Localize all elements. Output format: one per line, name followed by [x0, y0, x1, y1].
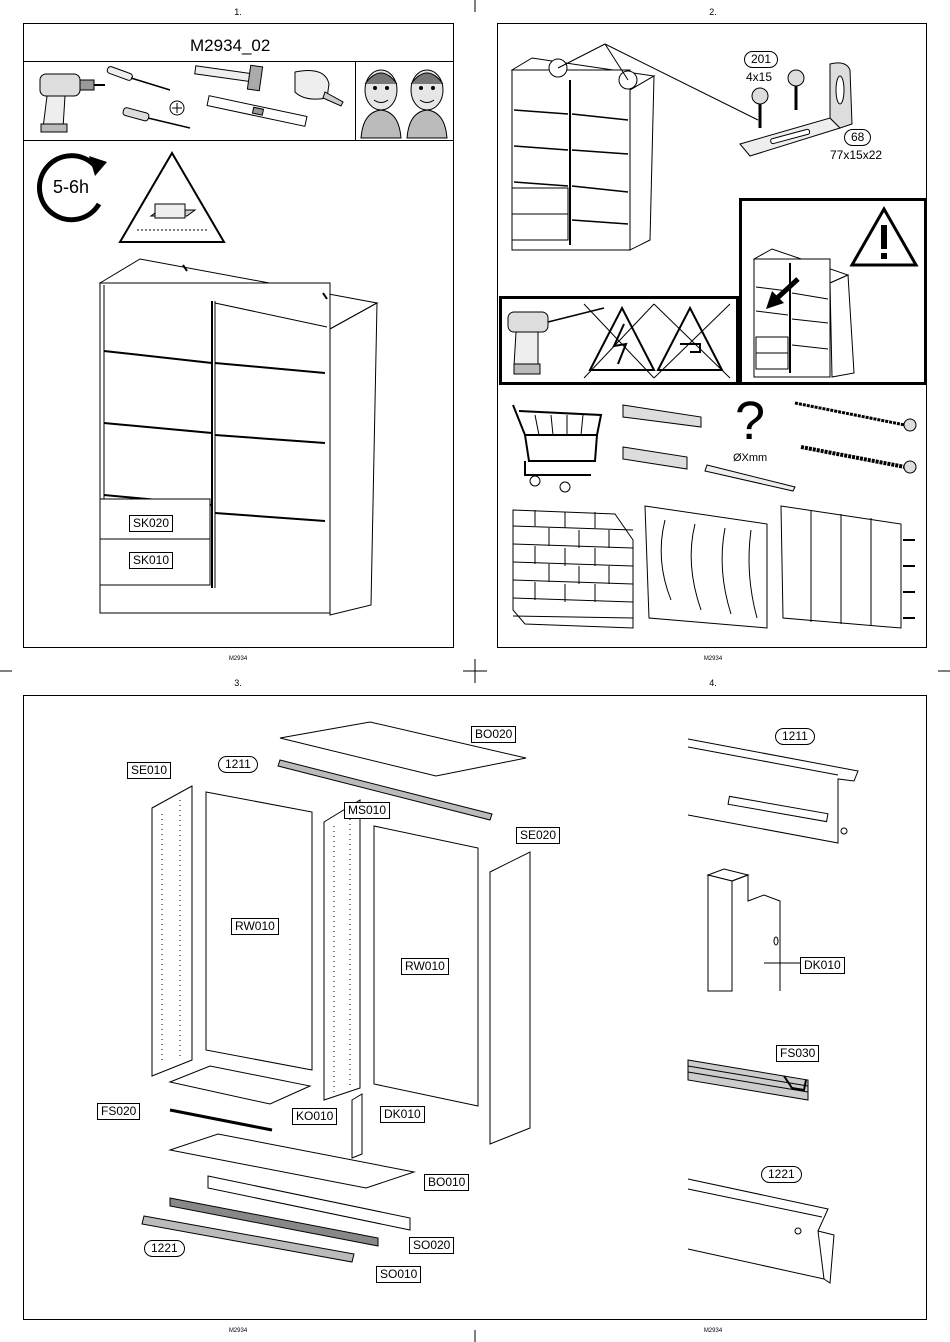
bracket-part-number: 68 — [844, 129, 871, 146]
detail-dk010 — [700, 865, 820, 995]
part-label-so020: SO020 — [409, 1237, 454, 1254]
detail-rail-1211 — [688, 735, 868, 855]
part-label-rw010-left: RW010 — [231, 918, 279, 935]
part-label-dk010: DK010 — [380, 1106, 425, 1123]
page-footer-4: M2934 — [693, 1328, 733, 1334]
part-label-se020: SE020 — [516, 827, 560, 844]
detail-label-dk010: DK010 — [800, 957, 845, 974]
warning-heavy-icon — [117, 150, 227, 246]
tools-illustration — [25, 62, 355, 142]
drill-diameter-label: ØXmm — [733, 452, 767, 464]
part-label-rail-1211: 1211 — [218, 756, 258, 773]
part-label-so010: SO010 — [376, 1266, 421, 1283]
no-drill-icons — [504, 300, 734, 380]
model-title: M2934_02 — [190, 36, 270, 56]
detail-label-rail-1221: 1221 — [761, 1166, 802, 1183]
shopping-cart-icon — [513, 405, 601, 492]
tip-over-warning-icons — [744, 203, 924, 383]
plasterboard-wall-icon — [781, 506, 915, 628]
person-icon — [407, 70, 447, 138]
part-label-rw010-right: RW010 — [401, 958, 449, 975]
drill-icon — [40, 74, 105, 132]
page-number-4: 4. — [693, 678, 733, 688]
water-pipe-hazard-icon — [654, 304, 730, 378]
part-label-ms010: MS010 — [344, 802, 390, 819]
fixings-illustration — [505, 395, 925, 495]
drawer-label-sk010: SK010 — [129, 552, 173, 569]
screw-size: 4x15 — [746, 70, 772, 84]
assembly-time: 5-6h — [53, 177, 89, 198]
screwdriver-icon — [106, 66, 190, 128]
page-number-1: 1. — [218, 7, 258, 17]
wall-types — [505, 500, 925, 640]
page-number-3: 3. — [218, 678, 258, 688]
hammer-icon — [195, 65, 263, 90]
page-number-2: 2. — [693, 7, 733, 17]
part-label-fs020: FS020 — [97, 1103, 140, 1120]
exclamation-warning-icon — [852, 209, 916, 265]
detail-label-rail-1211: 1211 — [775, 728, 815, 745]
detail-rail-1221 — [688, 1175, 848, 1295]
screw-part-number: 201 — [744, 51, 778, 68]
helpers-illustration — [357, 62, 453, 140]
exploded-parts-view — [130, 710, 590, 1310]
part-label-bo010: BO010 — [424, 1174, 469, 1191]
page-footer-3: M2934 — [218, 1328, 258, 1334]
tipping-wardrobe-icon — [754, 249, 854, 377]
person-icon — [361, 70, 401, 138]
detail-label-fs030: FS030 — [776, 1045, 819, 1062]
spirit-level-icon — [207, 96, 307, 127]
part-label-rail-1221: 1221 — [144, 1240, 185, 1257]
drill-icon — [508, 308, 604, 374]
long-screw-icon — [795, 403, 916, 473]
part-label-ko010: KO010 — [292, 1108, 337, 1125]
part-label-bo020: BO020 — [471, 726, 516, 743]
tape-measure-icon — [295, 71, 343, 107]
drill-bit-icon — [705, 465, 795, 491]
wardrobe-wall-fixing — [510, 40, 760, 270]
drawer-label-sk020: SK020 — [129, 515, 173, 532]
bracket-size: 77x15x22 — [830, 148, 882, 162]
page-footer-2: M2934 — [693, 656, 733, 662]
wall-plug-icon — [623, 405, 701, 469]
electric-hazard-icon — [584, 304, 654, 378]
part-label-se010: SE010 — [127, 762, 171, 779]
page-footer-1: M2934 — [218, 656, 258, 662]
unknown-fixing-question-mark: ? — [735, 390, 765, 452]
brick-wall-icon — [513, 510, 633, 628]
wood-wall-icon — [645, 506, 767, 628]
